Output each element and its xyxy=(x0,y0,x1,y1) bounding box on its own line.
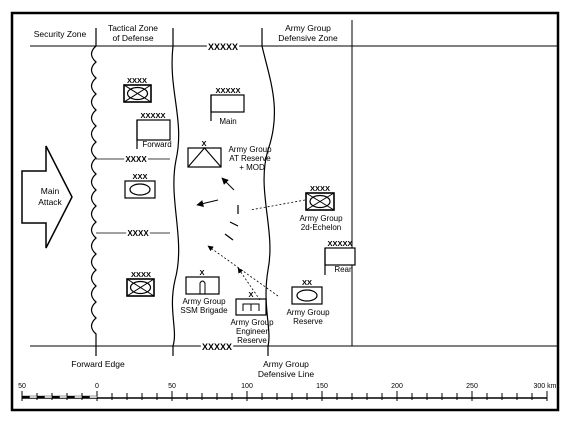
engineer-echelon: X xyxy=(248,290,253,299)
main-attack-arrow xyxy=(21,145,73,249)
ssm-symbol xyxy=(185,276,220,295)
scale-tick-label: 50 xyxy=(168,383,176,390)
main-attack-label-1: Main xyxy=(41,186,60,196)
rear-hq-echelon: XXXXX xyxy=(327,239,352,248)
rear-hq-symbol xyxy=(324,247,356,275)
at-fire-arrow-2 xyxy=(221,177,235,191)
engineer-label-1: Army Group xyxy=(230,318,274,327)
army-group-zone-forward-line xyxy=(261,28,276,356)
scale-subdivision xyxy=(21,395,30,399)
tactical-zone-label-2: of Defense xyxy=(112,33,153,43)
second-echelon-label-1: Army Group xyxy=(299,214,343,223)
distance-scale-bar: 50 0 50 100 150 200 250 300 km xyxy=(18,383,557,401)
scale-subdivision xyxy=(81,395,90,399)
counterattack-arrow-1 xyxy=(249,199,306,211)
defensive-line-label-1: Army Group xyxy=(263,359,309,369)
upper-unit-boundary-echelon: XXXX xyxy=(125,155,147,164)
top-army-symbol xyxy=(123,84,152,103)
scale-tick-label: 100 xyxy=(241,383,253,390)
defensive-line-label-2: Defensive Line xyxy=(258,369,315,379)
ssm-echelon: X xyxy=(199,268,204,277)
middle-unit-symbol xyxy=(124,180,156,199)
scale-tick-label: 0 xyxy=(95,383,99,390)
at-reserve-label-1: Army Group xyxy=(228,145,272,154)
reserve-label-2: Reserve xyxy=(293,317,323,326)
scale-subdivision xyxy=(29,395,38,399)
army-group-zone-label-2: Defensive Zone xyxy=(278,33,338,43)
second-echelon-echelon: XXXX xyxy=(310,184,330,193)
at-position-dash-2 xyxy=(229,221,239,227)
security-zone-label: Security Zone xyxy=(34,29,87,39)
top-army-echelon: XXXX xyxy=(127,76,147,85)
scale-subdivision xyxy=(36,395,45,399)
second-echelon-label-2: 2d-Echelon xyxy=(301,223,341,232)
scale-tick-label: 150 xyxy=(316,383,328,390)
main-attack-label-2: Attack xyxy=(38,197,62,207)
army-group-zone-label-1: Army Group xyxy=(285,23,331,33)
main-hq-echelon: XXXXX xyxy=(215,86,240,95)
at-fire-arrow-1 xyxy=(196,199,219,207)
bottom-army-symbol xyxy=(126,278,155,297)
at-position-dash-3 xyxy=(224,233,234,241)
counterattack-arrow-3 xyxy=(237,267,261,301)
reserve-echelon: XX xyxy=(302,278,312,287)
lower-unit-boundary-echelon: XXXX xyxy=(127,229,149,238)
scale-subdivision xyxy=(66,395,75,399)
scale-tick-label: 200 xyxy=(391,383,403,390)
outer-frame xyxy=(10,11,560,412)
at-reserve-label-2: AT Reserve xyxy=(229,154,271,163)
forward-hq-echelon: XXXXX xyxy=(140,111,165,120)
at-reserve-label-3: + MOD xyxy=(239,163,265,172)
scale-tick-label: 50 xyxy=(18,383,26,390)
engineer-label-2: Engineer xyxy=(236,327,268,336)
main-hq-symbol xyxy=(210,94,245,121)
at-reserve-symbol xyxy=(187,147,222,168)
engineer-label-3: Reserve xyxy=(237,336,267,345)
rear-hq-label: Rear xyxy=(334,265,352,274)
ssm-label-1: Army Group xyxy=(182,297,226,306)
middle-unit-echelon: XXX xyxy=(132,172,147,181)
top-boundary-echelon: XXXXX xyxy=(208,42,238,52)
tactical-zone-label-1: Tactical Zone xyxy=(108,23,158,33)
forward-hq-symbol xyxy=(136,119,171,149)
scale-subdivision xyxy=(44,395,53,399)
scale-subdivision xyxy=(74,395,83,399)
scale-tick-label: 300 km xyxy=(534,383,557,390)
main-hq-label: Main xyxy=(219,117,236,126)
scale-subdivision xyxy=(59,395,68,399)
scale-tick-label: 250 xyxy=(466,383,478,390)
forward-edge-line xyxy=(90,28,97,356)
bottom-army-echelon: XXXX xyxy=(131,270,151,279)
tactical-zone-rear-line xyxy=(171,28,180,356)
reserve-symbol xyxy=(291,286,323,305)
forward-edge-label: Forward Edge xyxy=(71,359,125,369)
ssm-label-2: SSM Brigade xyxy=(180,306,228,315)
engineer-symbol xyxy=(235,298,267,316)
second-echelon-symbol xyxy=(305,192,335,211)
forward-hq-label: Forward xyxy=(142,140,171,149)
at-reserve-echelon: X xyxy=(201,139,206,148)
scale-subdivision xyxy=(89,395,98,399)
scale-subdivision xyxy=(51,395,60,399)
bottom-boundary-echelon: XXXXX xyxy=(202,342,232,352)
reserve-label-1: Army Group xyxy=(286,308,330,317)
